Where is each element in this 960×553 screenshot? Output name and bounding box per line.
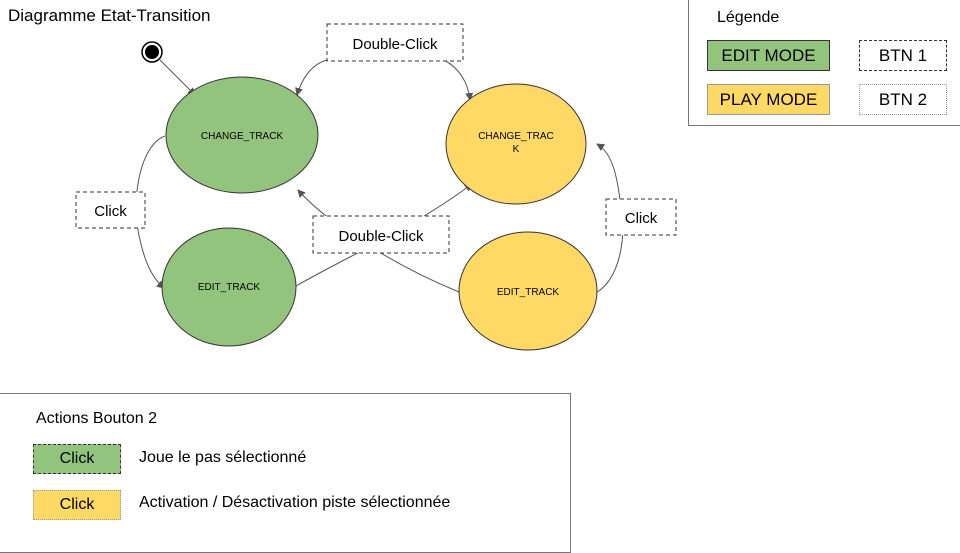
initial-state-dot xyxy=(145,45,159,59)
transition-change-green-to-edit-green xyxy=(135,135,166,289)
legend-btn2: BTN 2 xyxy=(859,84,947,115)
state-change-track-green-label: CHANGE_TRACK xyxy=(201,131,284,142)
action-text-play: Activation / Désactivation piste sélecti… xyxy=(139,494,451,511)
label-box-double-click-middle xyxy=(312,215,450,254)
state-diagram: CHANGE_TRACK CHANGE_TRAC K EDIT_TRACK ED… xyxy=(75,23,677,351)
label-click-left: Click xyxy=(94,203,127,220)
state-edit-track-yellow xyxy=(458,231,598,351)
transition-change-track-green-to-yellow xyxy=(443,59,474,101)
state-edit-track-green-label: EDIT_TRACK xyxy=(198,282,261,293)
state-change-track-green xyxy=(165,76,319,194)
action-chip-play-click: Click xyxy=(33,490,121,520)
legend-play-mode: PLAY MODE xyxy=(707,84,830,115)
state-change-track-yellow-label-2: K xyxy=(513,144,520,155)
legend-edit-mode: EDIT MODE xyxy=(707,40,830,71)
label-click-right: Click xyxy=(625,210,658,227)
legend: Légende EDIT MODE PLAY MODE BTN 1 BTN 2 xyxy=(688,0,960,126)
state-edit-track-green xyxy=(161,227,297,347)
state-edit-track-yellow-label: EDIT_TRACK xyxy=(497,287,560,298)
legend-btn1: BTN 1 xyxy=(859,40,947,71)
transition-change-track-yellow-to-green xyxy=(295,59,328,96)
label-double-click-top: Double-Click xyxy=(352,36,438,53)
legend-title: Légende xyxy=(717,9,780,26)
actions-panel: Actions Bouton 2 Click Joue le pas sélec… xyxy=(0,393,571,553)
transition-initial-to-change-track xyxy=(158,58,196,96)
action-chip-edit-click: Click xyxy=(33,444,121,474)
action-text-edit: Joue le pas sélectionné xyxy=(139,449,307,466)
label-double-click-middle: Double-Click xyxy=(338,228,424,245)
label-box-click-left xyxy=(75,191,146,229)
actions-title: Actions Bouton 2 xyxy=(36,410,157,427)
label-box-click-right xyxy=(605,198,677,236)
diagram-title: Diagramme Etat-Transition xyxy=(8,6,211,25)
label-box-double-click-top xyxy=(326,23,464,62)
state-change-track-yellow xyxy=(445,83,587,205)
state-change-track-yellow-label-1: CHANGE_TRAC xyxy=(478,131,554,142)
